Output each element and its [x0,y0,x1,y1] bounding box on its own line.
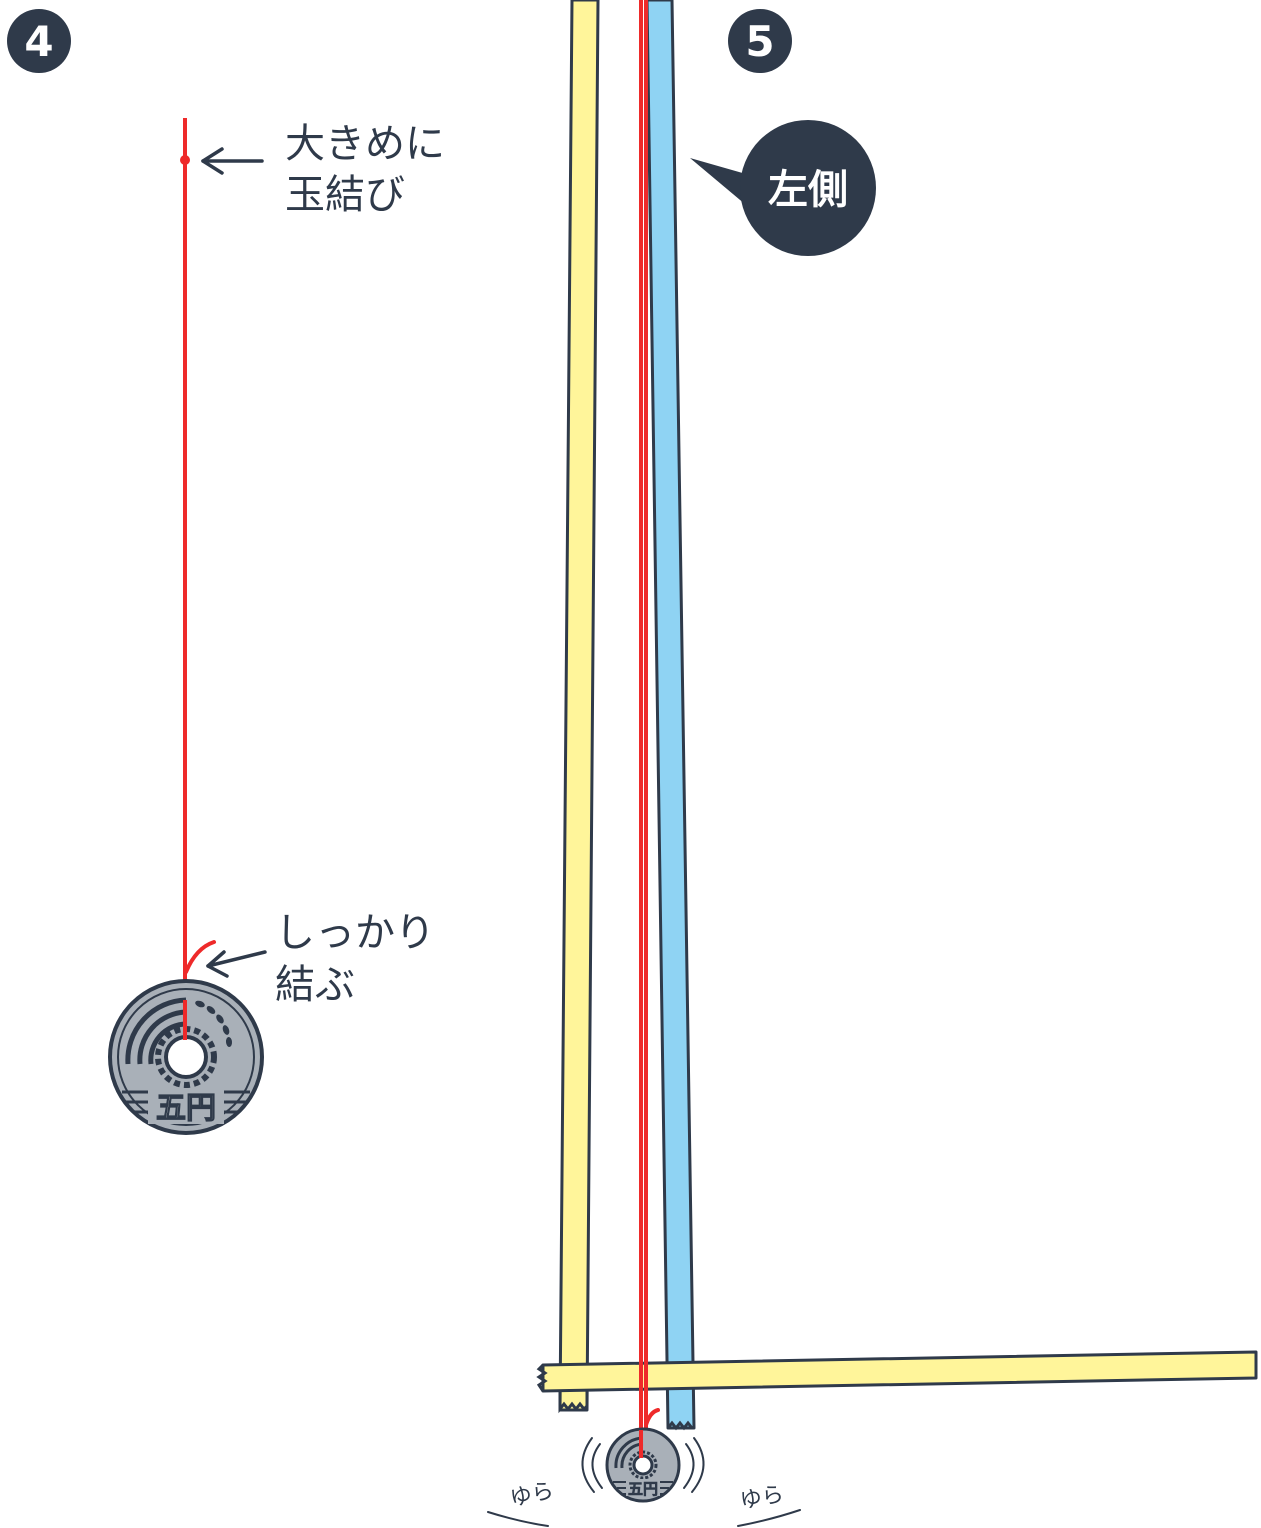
step5-panel: 5 左側 [487,0,1258,1527]
step5-number: 5 [745,17,774,66]
tie-label-line2: 結ぶ [275,962,355,1008]
knot-label-line1: 大きめに [285,121,445,167]
tie-knot-curl [184,940,216,974]
coin-text: 五円 [156,1091,216,1126]
blue-stick [645,0,696,1430]
small-coin-text: 五円 [628,1480,658,1498]
swing-motion-lines [487,1437,801,1527]
step4-panel: 4 大きめに 玉結び しっかり 結ぶ [7,9,445,1135]
knot-label-line2: 玉結び [285,172,405,218]
step5-badge: 5 [728,9,792,73]
yellow-stick-horizontal [541,1350,1258,1393]
yellow-stick-horizontal-edge [536,1363,548,1392]
step5-knot-curl [644,1408,660,1427]
yellow-stick-vertical-edge [558,1391,589,1414]
knot-arrow-icon [201,147,264,175]
step4-badge: 4 [7,9,71,73]
knot-dot [180,155,190,165]
swing-right-label: ゆら [738,1482,786,1514]
yellow-stick-vertical [558,0,600,1412]
left-side-callout: 左側 [690,120,876,256]
swing-left-label: ゆら [508,1478,556,1512]
blue-stick-edge [666,1420,694,1431]
small-five-yen-coin-icon: 五円 [605,1427,681,1503]
tie-label-line1: しっかり [275,910,435,956]
callout-text: 左側 [768,167,848,213]
tie-arrow-icon [206,950,267,978]
step4-number: 4 [24,17,53,66]
